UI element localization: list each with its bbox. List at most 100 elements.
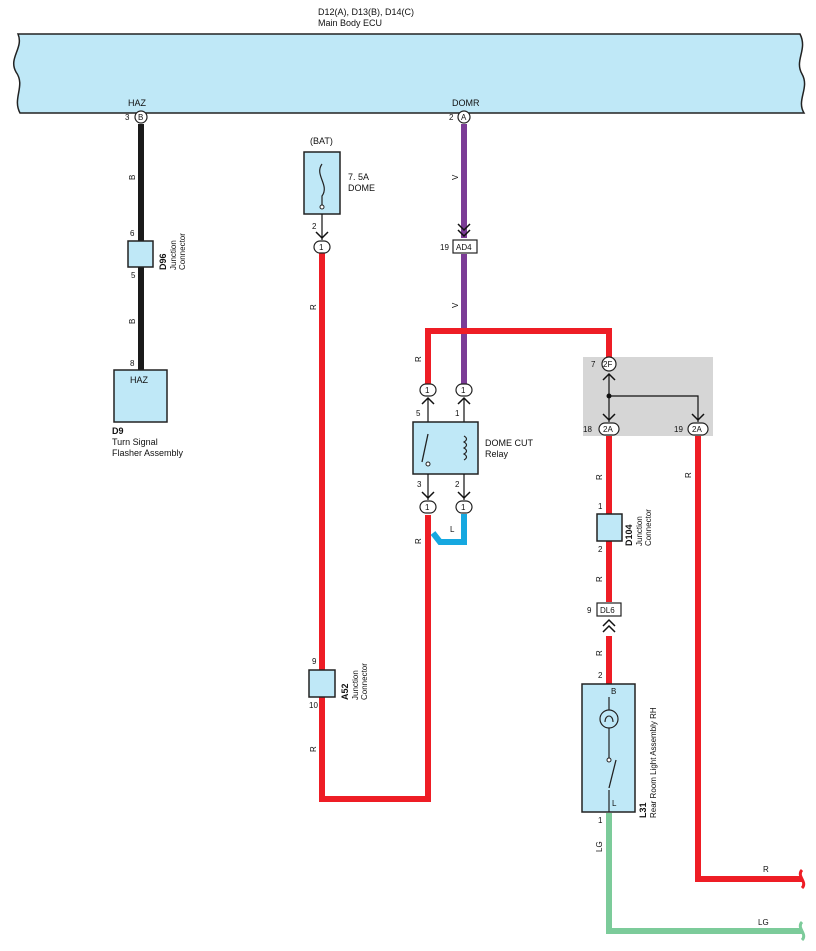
relay-switch-arm (421, 433, 429, 463)
relay-j-top-1 (455, 383, 473, 397)
ad4-connector (452, 239, 478, 254)
wire-r-label-2: R (309, 746, 318, 752)
d96-type1: Junction (169, 240, 178, 270)
wire-lg-label-1: LG (595, 841, 604, 852)
jb-p7: 7 (591, 360, 596, 369)
d9-terminal: HAZ (130, 375, 149, 385)
fuse-rating: 7. 5A (348, 172, 369, 182)
ecu-haz-pin-num: 3 (125, 113, 130, 122)
l31-label: Rear Room Light Assembly RH (649, 707, 658, 818)
d104-junction-connector (596, 513, 623, 542)
l31-switch-top (606, 757, 612, 763)
dl6-connector (596, 602, 622, 617)
wire-r-label-1: R (309, 304, 318, 310)
wire-lg-label-2: LG (758, 918, 769, 927)
d9-pin: 8 (130, 359, 135, 368)
relay-j-bot-2 (455, 500, 473, 514)
ecu-domr-label: DOMR (452, 98, 480, 108)
ad4-pin: 19 (440, 243, 449, 252)
wire-v-label-1: V (451, 174, 460, 180)
wire-r-label-8: R (684, 472, 693, 478)
d96-pin-bot: 5 (131, 271, 136, 280)
dl6-chevron-2 (602, 624, 616, 633)
relay-switch-contact (425, 461, 431, 467)
a52-name: A52 (340, 683, 350, 700)
d96-junction-connector (127, 240, 154, 268)
dl6-pin: 9 (587, 606, 592, 615)
d104-pin-bot: 2 (598, 545, 603, 554)
jb-chev-19 (691, 413, 705, 422)
relay-j-top-5-num: 1 (425, 386, 430, 395)
ad4-chevron-1 (457, 223, 471, 232)
fuse-symbol (319, 163, 325, 206)
wire-r-label-9: R (763, 865, 769, 874)
jb-p19: 19 (674, 425, 683, 434)
fuse-name: DOME (348, 183, 375, 193)
wire-b-label-2: B (128, 319, 137, 324)
l31-name: L31 (638, 802, 648, 818)
relay-j-bot-3-num: 1 (425, 503, 430, 512)
ecu-name: D12(A), D13(B), D14(C) (318, 7, 414, 17)
ad4-name: AD4 (456, 243, 472, 252)
relay-chev-2 (457, 491, 471, 500)
ecu-domr-pin-conn: A (461, 113, 467, 122)
d104-type2: Connector (644, 509, 653, 546)
relay-name: DOME CUT (485, 438, 533, 448)
a52-pin-bot: 10 (309, 701, 318, 710)
relay-j-bot-3 (419, 500, 437, 514)
fuse-jp (313, 240, 331, 254)
l31-b: B (611, 687, 616, 696)
d96-type2: Connector (178, 233, 187, 270)
wire-blue (430, 514, 467, 545)
wire-r-label-4: R (414, 538, 423, 544)
jb-internal-h (609, 395, 699, 422)
wire-lg-break (798, 920, 806, 942)
jb-2a-19-name: 2A (692, 425, 702, 434)
l31-bulb-filament (604, 715, 614, 723)
jb-p18: 18 (583, 425, 592, 434)
wire-red-a52-relay (319, 515, 431, 802)
dl6-chevron-1 (602, 618, 616, 627)
relay-p3: 3 (417, 480, 422, 489)
d9-label2: Flasher Assembly (112, 448, 184, 458)
ecu-haz-pin-conn: B (138, 113, 143, 122)
d104-name: D104 (624, 524, 634, 546)
jb-2a-19 (687, 422, 709, 436)
relay-coil-icon (462, 435, 468, 461)
wire-r-break (798, 868, 806, 890)
wire-r-label-6: R (595, 576, 604, 582)
l31-switch-arm (608, 759, 617, 789)
d104-pin-top: 1 (598, 502, 603, 511)
relay-name2: Relay (485, 449, 509, 459)
ecu-domr-pin (457, 110, 471, 124)
ecu-domr-pin-num: 2 (449, 113, 454, 122)
relay-p1: 1 (455, 409, 460, 418)
fuse-chevron (315, 231, 329, 240)
wire-r-label-7: R (595, 650, 604, 656)
fuse-terminal-dot (319, 204, 325, 210)
dome-cut-relay (412, 421, 479, 475)
relay-p5: 5 (416, 409, 421, 418)
d9-turn-signal-flasher (113, 369, 168, 423)
fuse-source: (BAT) (310, 136, 333, 146)
wire-b-label-1: B (128, 175, 137, 180)
main-body-ecu-box (13, 33, 806, 114)
jb-2a-18 (598, 422, 620, 436)
wire-l-label: L (450, 525, 455, 534)
ecu-subtitle: Main Body ECU (318, 18, 382, 28)
d9-name: D9 (112, 426, 124, 436)
fuse-pin: 2 (312, 222, 317, 231)
jb-2a-18-name: 2A (603, 425, 613, 434)
ecu-haz-label: HAZ (128, 98, 147, 108)
fuse-jp-num: 1 (319, 243, 324, 252)
ecu-haz-pin (134, 110, 148, 124)
ad4-chevron-2 (457, 229, 471, 238)
a52-type1: Junction (351, 670, 360, 700)
relay-chev-3 (421, 491, 435, 500)
l31-pin-top: 2 (598, 671, 603, 680)
l31-pin-bot: 1 (598, 816, 603, 825)
relay-j-top-1-num: 1 (461, 386, 466, 395)
a52-type2: Connector (360, 663, 369, 700)
relay-p2: 2 (455, 480, 460, 489)
